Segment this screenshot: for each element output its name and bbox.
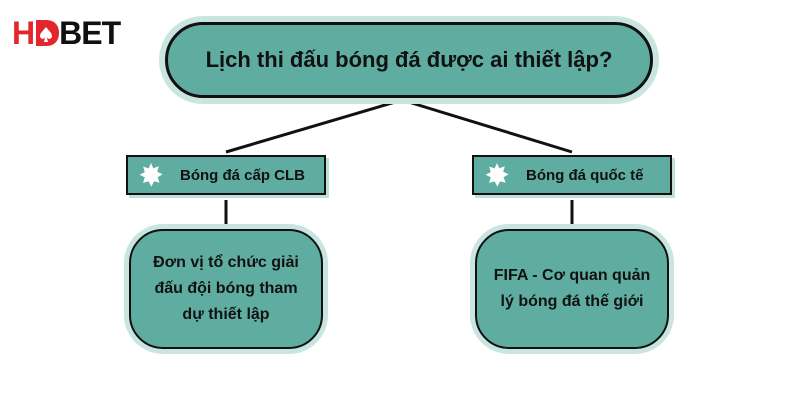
logo-text-bet: BET (59, 15, 121, 51)
leaf-text-club: Đơn vị tổ chức giải đấu đội bóng tham dự… (153, 254, 299, 323)
starburst-icon (139, 163, 163, 187)
starburst-icon (485, 163, 509, 187)
leaf-text-international: FIFA - Cơ quan quản lý bóng đá thế giới (493, 267, 651, 310)
connector-title-right (401, 98, 573, 154)
branch-node-international: Bóng đá quốc tế (472, 155, 672, 195)
leaf-node-club: Đơn vị tổ chức giải đấu đội bóng tham dự… (129, 229, 323, 349)
branch-label-international: Bóng đá quốc tế (526, 166, 644, 184)
connector-title-left (225, 98, 403, 154)
leaf-node-international: FIFA - Cơ quan quản lý bóng đá thế giới (475, 229, 669, 349)
title-node: Lịch thi đấu bóng đá được ai thiết lập? (165, 22, 653, 98)
logo-text-h: H (12, 15, 35, 51)
hdbet-logo: H BET (12, 15, 121, 51)
spade-d-logo-mark (36, 20, 60, 46)
diagram-title: Lịch thi đấu bóng đá được ai thiết lập? (205, 47, 613, 72)
branch-label-club: Bóng đá cấp CLB (180, 166, 306, 184)
branch-node-club: Bóng đá cấp CLB (126, 155, 326, 195)
